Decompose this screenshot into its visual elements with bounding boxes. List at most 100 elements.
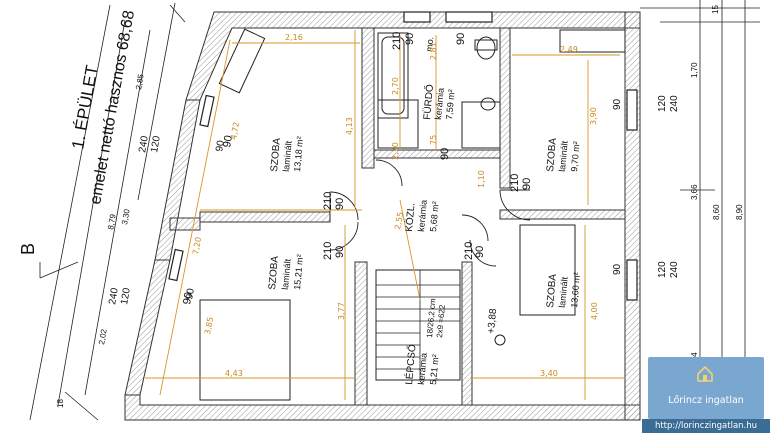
construction-lines [29, 0, 760, 421]
door-height: 210 [322, 242, 334, 260]
room-floor: laminált [557, 276, 570, 308]
room-area: 13,60 m² [569, 272, 582, 308]
stair-note-line2: 2x9 =622 [435, 304, 447, 338]
dim-label: 2,70 [391, 77, 400, 95]
window-sill: 120 [119, 287, 133, 306]
fixtures [199, 28, 626, 401]
dim-label: 4,72 [229, 121, 241, 140]
room-szoba-2: SZOBA laminált 15,21 m² [267, 254, 305, 290]
dim-label: 2,02 [97, 328, 109, 345]
dim-label: 2,16 [285, 33, 303, 42]
dim-label: 2,85 [134, 73, 146, 90]
room-area: 7,59 m² [444, 89, 457, 120]
room-area: 9,70 m² [569, 141, 582, 172]
windows [168, 11, 638, 301]
section-mark: B [18, 243, 38, 255]
window-sill: 120 [657, 95, 668, 112]
dim-label: 3,90 [589, 107, 598, 125]
door-label: 90 [221, 134, 235, 148]
dim-label: 3,85 [203, 316, 215, 335]
door-labels: 90 90 90 90 90 90 90 90 90 [181, 33, 533, 306]
window-label: 90 [612, 263, 623, 275]
room-floor: laminált [557, 140, 570, 172]
room-name: SZOBA [545, 273, 559, 308]
stair-treads [376, 270, 460, 380]
door-label: 90 [334, 246, 346, 258]
room-area: 5,68 m² [428, 201, 441, 232]
dim-label: 1,70 [690, 62, 699, 78]
window-label: 90 [214, 139, 227, 152]
dim-label: 2,81 [429, 42, 438, 60]
brand-name: Lőrincz ingatlan [668, 395, 744, 406]
room-name: KÖZL. [403, 202, 417, 232]
room-floor: laminált [281, 140, 294, 172]
window-label: 90 [612, 98, 623, 110]
level-mark: +3,88 [486, 308, 499, 335]
dim-label: 4,43 [225, 369, 243, 378]
door-label: 90 [334, 198, 346, 210]
room-lepcso: LÉPCSŐ kerámia 5,21 m² [401, 343, 441, 385]
dim-label: 8,60 [712, 204, 721, 220]
window-sill: 120 [149, 135, 163, 154]
door-height: 210 [463, 242, 475, 260]
dim-label: 75 [429, 135, 438, 145]
door-label: 90 [521, 178, 533, 190]
dim-label: 3,66 [690, 184, 699, 200]
dim-label: 3,40 [540, 369, 558, 378]
room-szoba-1: SZOBA laminált 13,18 m² [269, 136, 305, 172]
dim-label: 8,79 [106, 213, 118, 230]
door-height-labels: 210 210 210 210 210 [322, 32, 521, 260]
room-area: 5,21 m² [428, 354, 441, 385]
plan-title: 1. ÉPÜLET [68, 64, 101, 151]
room-area: 15,21 m² [292, 254, 305, 290]
window-sill: 240 [137, 135, 151, 154]
window-labels: 90 90 90 90 120 240 120 240 120 240 120 … [107, 95, 680, 306]
window-sill: 120 [657, 261, 668, 278]
door-swings [329, 159, 531, 267]
door-label: 90 [474, 246, 486, 258]
door-label: 90 [181, 291, 195, 305]
dim-label: 4,00 [590, 302, 599, 320]
stair-note: 18/26,2 cm 2x9 =622 [425, 298, 447, 339]
dim-label: 2,49 [560, 45, 578, 54]
left-dimensions: 2,85 8,79 3,30 2,02 18 [56, 73, 146, 408]
room-kozl: KÖZL. kerámia 5,68 m² [403, 199, 441, 232]
door-height: 210 [322, 192, 334, 210]
sink-label: mo. [424, 36, 435, 52]
window-sill: 240 [669, 261, 680, 278]
brand-logo[interactable]: Lőrincz ingatlan [648, 357, 764, 419]
window-label: 90 [184, 287, 197, 300]
inner-dimensions: 2,16 4,72 4,13 2,70 75 2,70 2,81 2,49 3,… [191, 33, 599, 378]
dim-label: 2,70 [391, 142, 400, 160]
dim-label: 7,20 [191, 236, 203, 255]
dimension-lines [145, 30, 625, 400]
dim-label: 8,90 [735, 204, 744, 220]
room-szoba-4: SZOBA laminált 13,60 m² [545, 272, 582, 308]
room-name: SZOBA [269, 137, 283, 172]
dim-label: 1,10 [477, 170, 486, 188]
door-height: 210 [509, 174, 521, 192]
stair-note-line1: 18/26,2 cm [425, 298, 437, 339]
level-symbol [494, 334, 506, 346]
right-dimensions: 15 1,70 3,66 2,64 8,60 8,90 [690, 5, 744, 368]
room-furdo: FÜRDŐ kerámia 7,59 m² [419, 83, 457, 120]
room-name: SZOBA [545, 137, 559, 172]
dim-label: 15 [711, 5, 720, 14]
dim-label: 4,13 [345, 117, 354, 135]
door-label: 90 [404, 33, 416, 45]
room-area: 13,18 m² [292, 136, 305, 172]
window-sill: 240 [669, 95, 680, 112]
plan-subtitle: emelet nettó hasznos 68,68 [87, 9, 138, 206]
room-floor: laminált [280, 258, 293, 290]
brand-url[interactable]: http://lorinczingatlan.hu [642, 419, 770, 433]
room-szoba-3: SZOBA laminált 9,70 m² [545, 137, 582, 172]
house-icon [697, 365, 713, 382]
door-label: 90 [455, 33, 467, 45]
window-sill: 240 [107, 287, 121, 306]
dim-label: 3,77 [337, 302, 346, 320]
room-name: SZOBA [267, 255, 281, 290]
room-floor: kerámia [433, 87, 446, 120]
level-mark-group: +3,88 [486, 308, 506, 346]
dim-label: 18 [56, 399, 65, 408]
